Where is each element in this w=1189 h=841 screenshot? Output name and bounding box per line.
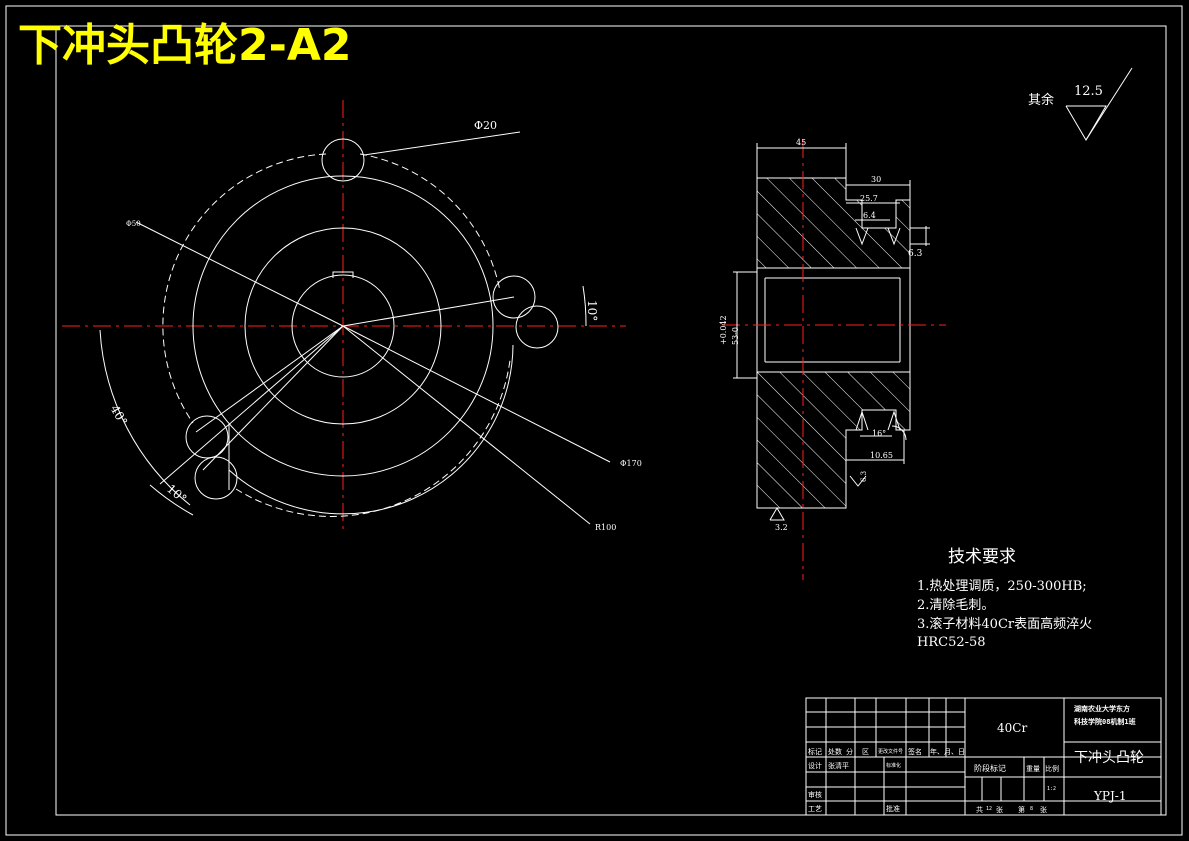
roller-right-1 xyxy=(492,275,536,319)
tb-label-zone: 区 xyxy=(862,748,869,756)
cam-track-solid-lower xyxy=(228,344,514,515)
section-bore xyxy=(756,267,911,373)
label-angle-40: 40° xyxy=(107,403,130,428)
cam-track-dashed-lower xyxy=(235,359,511,517)
hub-circle xyxy=(291,274,395,378)
dim-tol-upper: +0.042 xyxy=(719,315,728,345)
tb-approve-label: 批准 xyxy=(886,804,900,813)
label-r100: R100 xyxy=(595,523,616,532)
tb-weight-label: 重量 xyxy=(1026,765,1040,773)
tech-item-1: 1.热处理调质，250-300HB; xyxy=(917,579,1087,594)
outer-frame xyxy=(5,5,1183,836)
tb-sheet-unit: 张 xyxy=(1040,805,1047,814)
angle-arc-40 xyxy=(99,329,191,506)
tb-scale: 1:2 xyxy=(1047,786,1056,792)
tb-designer: 张清平 xyxy=(828,761,849,770)
dim-10-65: 10.65 xyxy=(870,451,893,460)
dim-tol-base: 53-0 xyxy=(731,327,740,345)
finish-3-2: 3.2 xyxy=(775,523,788,532)
tb-label-change: 更改文件号 xyxy=(878,748,903,755)
middle-circle xyxy=(244,227,442,425)
roller-right-2 xyxy=(515,305,559,349)
tb-label-count: 处数 xyxy=(828,747,842,756)
tb-sheet-no-label: 第 xyxy=(1018,805,1025,814)
title-block-text: 40Cr 湖南农业大学东方 科技学院08机制1班 下冲头凸轮 YPJ-1 标记 … xyxy=(808,704,1144,814)
roller-left-2 xyxy=(194,456,238,500)
outer-circle xyxy=(192,175,494,477)
label-phi20: Φ20 xyxy=(474,119,497,132)
finish-other-label: 其余 xyxy=(1028,92,1054,108)
leader-r100 xyxy=(342,325,591,525)
roller-left-1 xyxy=(185,415,229,459)
tb-school-1: 湖南农业大学东方 xyxy=(1074,704,1130,713)
dim-30: 30 xyxy=(871,175,881,184)
cam-track-dashed-left xyxy=(162,153,327,424)
finish-value: 12.5 xyxy=(1074,84,1103,99)
tb-stage-label: 阶段标记 xyxy=(974,763,1006,773)
tech-item-2: 2.清除毛刺。 xyxy=(917,598,994,613)
section-view: 45 30 25.7 6.4 6.3 +0.042 53-0 16° 10.65… xyxy=(719,138,946,580)
tb-drawing-no: YPJ-1 xyxy=(1093,789,1127,803)
tb-sheets-unit: 张 xyxy=(996,805,1003,814)
tb-label-date: 年、月、日 xyxy=(930,747,965,756)
keyway xyxy=(332,271,354,278)
tb-part-name: 下冲头凸轮 xyxy=(1074,750,1144,766)
leader-phi50 xyxy=(135,221,344,327)
tech-item-3: 3.滚子材料40Cr表面高频淬火 xyxy=(917,616,1092,632)
dim-6-3: 6.3 xyxy=(908,249,923,259)
tb-material: 40Cr xyxy=(997,721,1027,735)
cam-track-dashed-upper xyxy=(359,153,501,292)
tb-design-label: 设计 xyxy=(808,761,822,770)
front-view: Φ20 Φ50 Φ170 R100 10° 40° 10° xyxy=(62,100,642,532)
tech-requirements: 技术要求 1.热处理调质，250-300HB; 2.清除毛刺。 3.滚子材料40… xyxy=(917,547,1092,650)
dim-25-7: 25.7 xyxy=(860,194,878,203)
leader-phi170 xyxy=(342,325,611,463)
surface-finish-symbol: 其余 12.5 xyxy=(1028,67,1133,141)
label-phi170: Φ170 xyxy=(620,459,642,468)
tb-sheet-no: 8 xyxy=(1030,806,1033,812)
angle-arc-10-right xyxy=(582,285,587,327)
tb-label-mark: 标记 xyxy=(808,747,822,756)
leader-phi20 xyxy=(363,131,521,156)
label-phi50: Φ50 xyxy=(126,220,141,228)
title-block xyxy=(805,697,1162,816)
dim-16deg: 16° xyxy=(872,429,886,438)
tb-label-div: 分 xyxy=(846,747,853,756)
section-lower-hatch xyxy=(756,371,911,509)
tb-scale-label: 比例 xyxy=(1045,764,1059,773)
tb-process-label: 工艺 xyxy=(808,805,822,813)
tb-review-label: 审核 xyxy=(808,790,822,799)
tb-school-2: 科技学院08机制1班 xyxy=(1074,717,1136,726)
banner-title: 下冲头凸轮2-A2 xyxy=(18,20,352,71)
roller-top xyxy=(321,138,365,182)
dim-6-4: 6.4 xyxy=(863,211,876,220)
tech-item-4: HRC52-58 xyxy=(917,635,986,650)
tech-title: 技术要求 xyxy=(948,547,1016,567)
dim-6-3-low: 6.3 xyxy=(860,471,868,482)
tb-sheets-total: 12 xyxy=(986,806,992,812)
angle-arc-10-left xyxy=(149,484,194,516)
label-angle-10-right: 10° xyxy=(585,300,599,321)
tb-label-sign: 签名 xyxy=(908,747,922,756)
tb-sheets-total-label: 共 xyxy=(976,805,983,814)
inner-frame xyxy=(55,25,1167,816)
section-upper-hatch xyxy=(756,177,911,269)
dim-45: 45 xyxy=(796,138,806,147)
tb-standard-label: 标准化 xyxy=(886,762,901,769)
